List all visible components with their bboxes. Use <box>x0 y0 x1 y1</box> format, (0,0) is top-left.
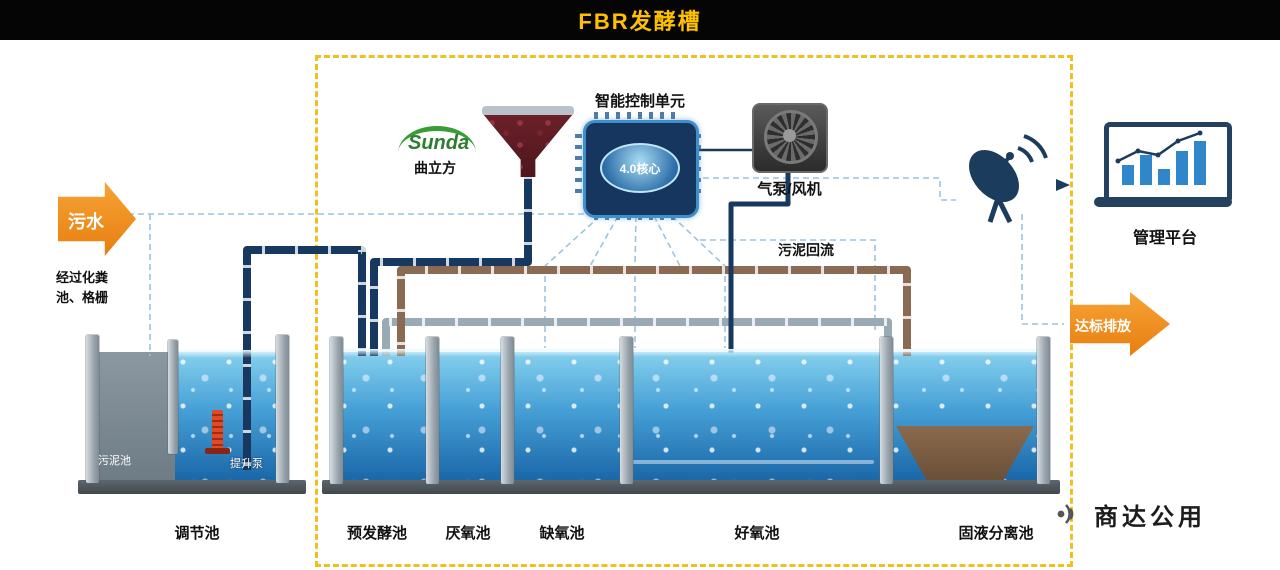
inlet-arrow-label: 污水 <box>68 212 104 232</box>
control-unit-title: 智能控制单元 <box>594 93 685 110</box>
tank-wall <box>276 335 289 483</box>
tank-label-anoxic: 缺氧池 <box>539 525 585 542</box>
lift-pump-label: 提升泵 <box>230 458 263 470</box>
water-surface <box>177 350 283 358</box>
sludge-zone-label: 污泥池 <box>98 455 131 467</box>
inlet-arrow: 污水 <box>58 182 136 256</box>
tank-divider <box>168 340 178 454</box>
tank-label-prefermentation: 预发酵池 <box>346 525 408 542</box>
tank-wall <box>620 337 633 484</box>
sludge-return-label: 污泥回流 <box>778 242 834 258</box>
fan-hub <box>783 129 796 142</box>
tank-wall <box>880 337 893 484</box>
tank-label-separation: 固液分离池 <box>958 525 1034 542</box>
tank-wall <box>501 337 514 484</box>
outlet-arrow: 达标排放 <box>1070 292 1170 356</box>
sunda-logo-swoosh <box>398 126 476 153</box>
laptop-base <box>1094 197 1232 207</box>
footer-brand: 商达公用 <box>1052 496 1206 532</box>
header-bar: FBR发酵槽 <box>0 0 1280 40</box>
chip-pins <box>575 134 582 198</box>
tank-label-anaerobic: 厌氧池 <box>445 525 491 542</box>
aeration-diffuser <box>632 460 874 464</box>
chip-pins <box>594 112 682 119</box>
tank-wall <box>426 337 439 484</box>
regulation-tank-base <box>78 480 306 494</box>
tank-wall <box>330 337 343 484</box>
lift-pump <box>212 410 223 450</box>
lift-pump-base <box>205 448 230 454</box>
footer-brand-text: 商达公用 <box>1094 503 1206 531</box>
laptop-screen <box>1104 122 1232 204</box>
outlet-arrow-label: 达标排放 <box>1075 318 1131 334</box>
chip-core: 4.0核心 <box>600 143 680 193</box>
sunda-logo-text: Sunda <box>408 132 470 154</box>
dosing-funnel-rim <box>482 106 574 116</box>
phone-icon <box>1057 504 1074 524</box>
tank-label-regulation: 调节池 <box>174 525 220 542</box>
sunda-product-label: 曲立方 <box>414 160 456 176</box>
tank-wall <box>1037 337 1050 484</box>
page-title: FBR发酵槽 <box>578 9 702 34</box>
water-surface <box>338 349 1040 357</box>
inlet-note: 经过化粪池、格栅 <box>56 270 109 305</box>
sludge-zone <box>95 352 177 480</box>
tank-label-aerobic: 好氧池 <box>734 525 780 542</box>
platform-label: 管理平台 <box>1132 230 1197 247</box>
tank-wall <box>86 335 99 483</box>
air-pump-label: 气泵/风机 <box>757 181 822 198</box>
chip-core-label: 4.0核心 <box>619 161 661 176</box>
